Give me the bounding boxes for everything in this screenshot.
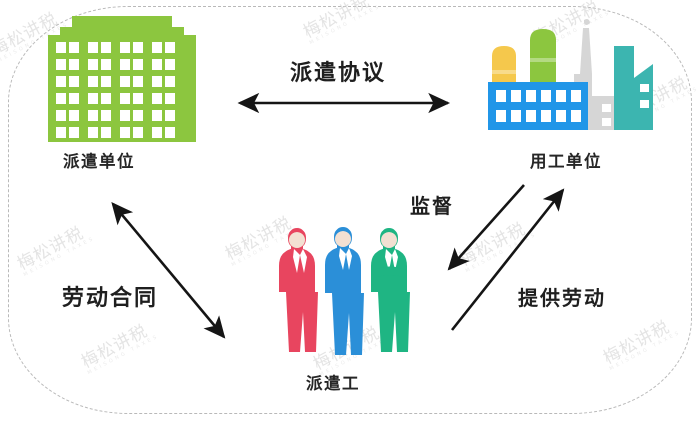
worker-blue	[325, 227, 364, 355]
node-label-employer-unit: 用工单位	[530, 152, 602, 171]
factory-icon	[488, 18, 653, 151]
worker-red	[279, 228, 318, 352]
node-label-dispatch-unit: 派遣单位	[63, 152, 135, 171]
edge-label-labor-contract: 劳动合同	[62, 286, 159, 311]
node-label-dispatched-workers: 派遣工	[306, 374, 360, 393]
three-workers-icon	[272, 226, 414, 369]
office-building-icon	[48, 16, 196, 151]
edge-label-supervision: 监督	[410, 194, 454, 218]
edge-label-dispatch-agreement: 派遣协议	[290, 61, 387, 86]
edge-label-provide-labor: 提供劳动	[518, 286, 606, 310]
diagram-border	[8, 6, 692, 414]
worker-green	[371, 228, 410, 352]
